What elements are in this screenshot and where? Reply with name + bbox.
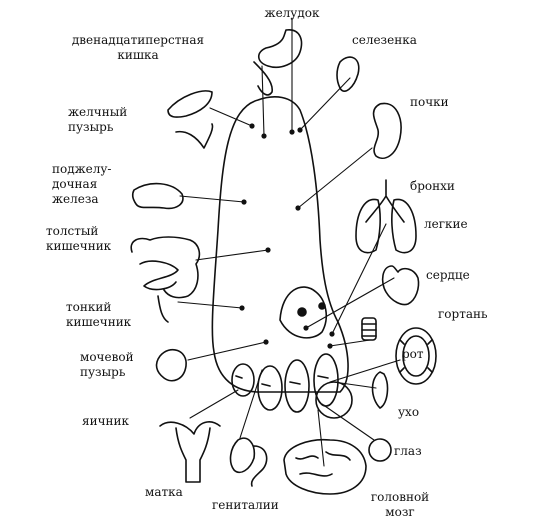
uterus-organ: [175, 427, 211, 483]
gallbladder-organ: [167, 90, 213, 118]
label-ovary: яичник: [82, 414, 129, 428]
label-small-intestine: тонкий кишечник: [66, 300, 132, 329]
large-intestine-organ: [130, 236, 201, 299]
label-heart: сердце: [426, 268, 470, 282]
heel-eye-left: [297, 307, 307, 317]
pointer-dots: [239, 123, 335, 349]
ear-organ: [371, 371, 389, 409]
label-bronchi: бронхи: [410, 179, 455, 193]
label-larynx: гортань: [438, 307, 488, 321]
label-mouth: рот: [402, 347, 424, 361]
brain-organ: [283, 438, 367, 495]
genitalia-organ: [229, 437, 268, 487]
label-bladder: мочевой пузырь: [80, 350, 134, 379]
eye-organ: [368, 438, 392, 462]
label-brain: головной мозг: [370, 490, 430, 519]
stomach-organ: [257, 29, 303, 68]
lungs-organ: [355, 179, 417, 254]
heel-eye-right: [318, 302, 326, 310]
foot-outline: [211, 96, 349, 393]
pancreas-organ: [131, 182, 184, 210]
larynx-organ: [361, 317, 377, 341]
label-duodenum: двенадцатиперстная кишка: [71, 33, 205, 62]
spleen-organ: [336, 56, 360, 92]
label-large-intestine: толстый кишечник: [46, 224, 112, 253]
label-spleen: селезенка: [352, 33, 417, 47]
label-stomach: желудок: [264, 6, 320, 20]
label-eye: глаз: [394, 444, 422, 458]
small-intestine-organ: [139, 260, 179, 323]
ovary-organ: [159, 421, 221, 435]
label-ear: ухо: [398, 405, 420, 419]
heart-organ: [381, 265, 420, 306]
gallbladder-duct: [175, 123, 214, 149]
label-kidneys: почки: [410, 95, 449, 109]
mouth-organ: [395, 327, 437, 385]
label-uterus: матка: [145, 485, 183, 499]
bladder-organ: [155, 348, 187, 382]
label-gallbladder: желчный пузырь: [68, 105, 128, 134]
label-lungs: легкие: [424, 217, 468, 231]
pointer-lines: [177, 17, 401, 467]
label-pancreas: поджелу- дочная железа: [52, 162, 112, 206]
kidneys-organ: [372, 102, 402, 160]
label-genitalia: гениталии: [212, 498, 279, 512]
duodenum-organ: [253, 61, 273, 96]
